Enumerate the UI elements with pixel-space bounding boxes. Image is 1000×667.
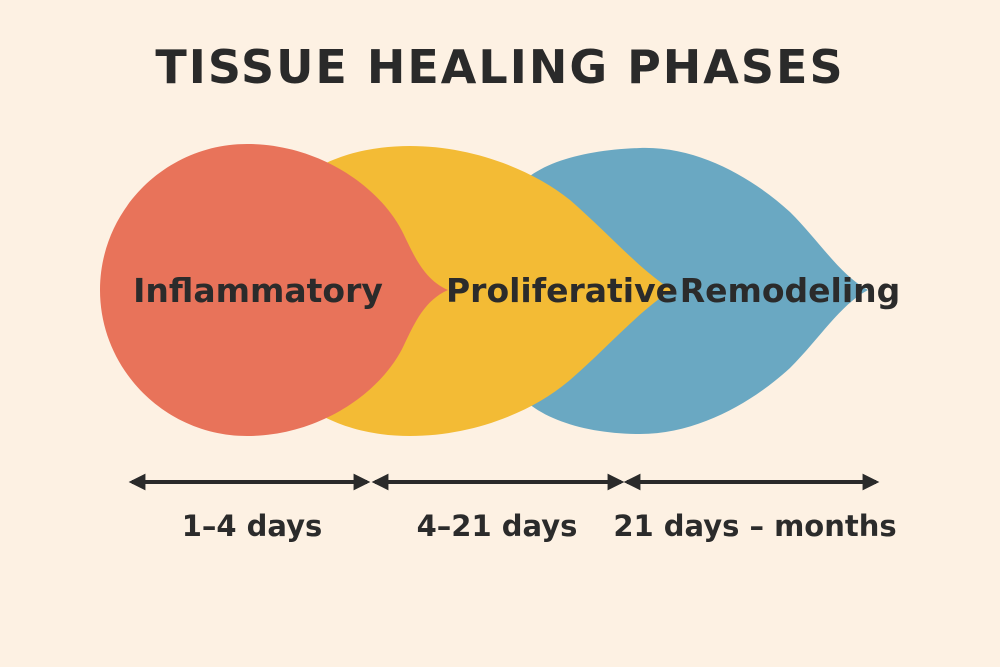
duration-label-inflammatory: 1–4 days [182, 509, 323, 543]
phase-label-remodeling: Remodeling [680, 271, 901, 310]
duration-label-proliferative: 4–21 days [417, 509, 578, 543]
remodeling-phase-shape [510, 147, 868, 434]
diagram-title: TISSUE HEALING PHASES [155, 40, 845, 94]
inflammatory-phase-shape [100, 144, 448, 436]
phase-label-inflammatory: Inflammatory [133, 271, 383, 310]
phase-label-proliferative: Proliferative [446, 271, 678, 310]
duration-label-remodeling: 21 days – months [613, 509, 896, 543]
